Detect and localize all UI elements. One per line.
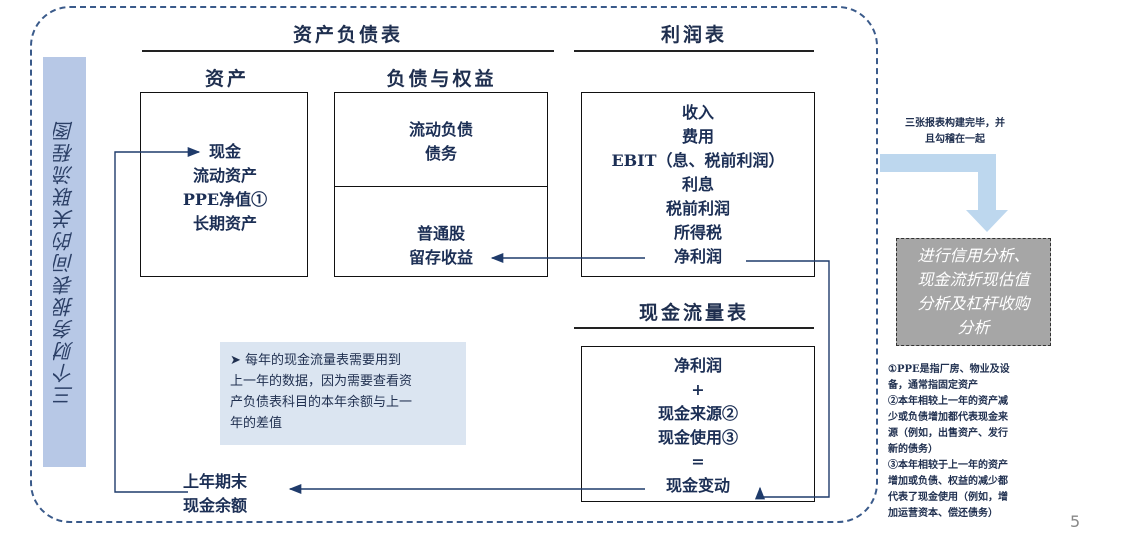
cash-flow-item: 净利润	[673, 356, 722, 375]
liability-item: 流动负债	[408, 120, 473, 139]
income-item: 收入	[681, 103, 714, 122]
cash-flow-title: 现金流量表	[638, 302, 749, 324]
asset-item: PPE净值①	[182, 190, 268, 209]
footnote-line: 少或负债增加都代表现金来	[888, 412, 1008, 423]
analysis-line: 分析	[957, 318, 990, 337]
prior-year-cash: 上年期末 现金余额	[140, 470, 290, 518]
analysis-line: 分析及杠杆收购	[917, 294, 1030, 313]
cash-flow-item: 现金变动	[665, 476, 730, 495]
arrow-net-income-to-cash-flow	[746, 260, 830, 500]
income-statement-box	[581, 92, 815, 277]
dashed-frame	[30, 6, 878, 523]
liabilities-box	[334, 92, 548, 187]
footnote-line: 加运营资本、偿还债务）	[888, 508, 998, 519]
cash-flow-item: 现金使用③	[657, 428, 738, 447]
asset-item: 现金	[208, 142, 241, 161]
income-statement-underline	[574, 50, 814, 52]
cash-flow-box	[581, 346, 815, 502]
cash-flow-items: 净利润 + 现金来源② 现金使用③ = 现金变动	[581, 354, 815, 498]
note-box: ➤ 每年的现金流量表需要用到 上一年的数据，因为需要查看资 产负债表科目的本年余…	[220, 342, 466, 445]
note-line: 上一年的数据，因为需要查看资	[230, 374, 413, 389]
balance-sheet-title: 资产负债表	[292, 24, 403, 46]
equity-box	[334, 186, 548, 277]
footnote-line: 代表了现金使用（例如，增	[888, 492, 1008, 503]
income-item: 净利润	[673, 247, 722, 266]
income-item: 费用	[681, 127, 714, 146]
footnote-line: ①PPE是指厂房、物业及设	[888, 364, 1010, 375]
footnote-line: 增加或负债、权益的减少都	[888, 476, 1008, 487]
footnote-line: 源（例如，出售资产、发行	[888, 428, 1008, 439]
analysis-line: 进行信用分析、	[917, 246, 1030, 265]
analysis-line: 现金流折现估值	[917, 270, 1030, 289]
completion-note-line: 且勾稽在一起	[925, 134, 985, 145]
completion-note: 三张报表构建完毕，并 且勾稽在一起	[880, 116, 1030, 148]
balance-sheet-underline	[142, 50, 554, 52]
income-item: 利息	[681, 175, 714, 194]
cash-flow-item: +	[691, 380, 705, 399]
asset-item: 流动资产	[192, 166, 257, 185]
completion-note-line: 三张报表构建完毕，并	[905, 118, 1005, 129]
liab-equity-header: 负债与权益	[386, 68, 497, 90]
equity-item: 普通股	[416, 224, 465, 243]
cash-flow-item: =	[691, 452, 705, 471]
note-line: 产负债表科目的本年余额与上一	[230, 395, 413, 410]
cash-flow-underline	[574, 327, 814, 329]
income-items: 收入 费用 EBIT（息、税前利润） 利息 税前利润 所得税 净利润	[581, 101, 815, 269]
vertical-title-band	[43, 57, 86, 467]
footnotes: ①PPE是指厂房、物业及设 备，通常指固定资产 ②本年相较上一年的资产减 少或负…	[888, 362, 1058, 522]
prior-cash-line: 上年期末	[182, 472, 247, 491]
liability-item: 债务	[424, 144, 457, 163]
income-statement-title: 利润表	[660, 24, 727, 46]
bent-arrow-icon	[880, 154, 1008, 232]
cash-flow-item: 现金来源②	[657, 404, 738, 423]
equity-list: 普通股 留存收益	[334, 222, 548, 270]
analysis-box: 进行信用分析、 现金流折现估值 分析及杠杆收购 分析	[896, 238, 1051, 346]
prior-cash-line: 现金余额	[182, 496, 247, 515]
assets-header: 资产	[204, 68, 249, 90]
page-number: 5	[1070, 512, 1081, 531]
liabilities-list: 流动负债 债务	[334, 118, 548, 166]
arrow-prior-cash-to-cash	[114, 146, 201, 493]
note-line: ➤ 每年的现金流量表需要用到	[230, 353, 402, 368]
note-line: 年的差值	[230, 416, 283, 431]
income-item: 所得税	[673, 223, 722, 242]
income-item: EBIT（息、税前利润）	[611, 151, 785, 170]
footnote-line: ②本年相较上一年的资产减	[888, 396, 1008, 407]
income-item: 税前利润	[665, 199, 730, 218]
footnote-line: 新的债务）	[888, 444, 938, 455]
assets-list: 现金 流动资产 PPE净值① 长期资产	[150, 140, 300, 236]
equity-item: 留存收益	[408, 248, 473, 267]
footnote-line: ③本年相较于上一年的资产	[888, 460, 1008, 471]
asset-item: 长期资产	[192, 214, 257, 233]
footnote-line: 备，通常指固定资产	[888, 380, 978, 391]
assets-box	[140, 92, 308, 277]
